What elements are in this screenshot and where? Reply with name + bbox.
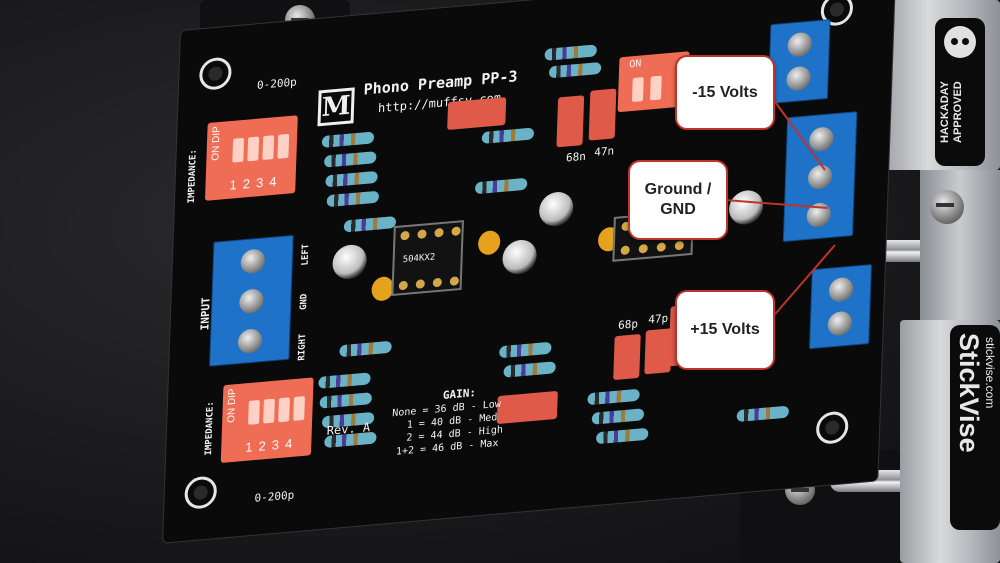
callout-minus-15v: -15 Volts xyxy=(675,55,775,130)
callout-line-minus xyxy=(769,94,826,171)
vise-screw xyxy=(930,190,964,224)
stickvise-logo-text: StickVise xyxy=(954,333,984,453)
hackaday-badge: HACKADAY APPROVED xyxy=(935,18,985,166)
callout-ground: Ground / GND xyxy=(628,160,728,240)
stickvise-badge: StickVise stickvise.com xyxy=(950,325,1000,530)
callout-plus-15v: +15 Volts xyxy=(675,290,775,370)
jolly-roger-icon xyxy=(944,26,976,58)
callout-line-plus xyxy=(769,244,836,321)
callout-line-ground xyxy=(724,199,829,209)
stickvise-url: stickvise.com xyxy=(983,337,997,409)
